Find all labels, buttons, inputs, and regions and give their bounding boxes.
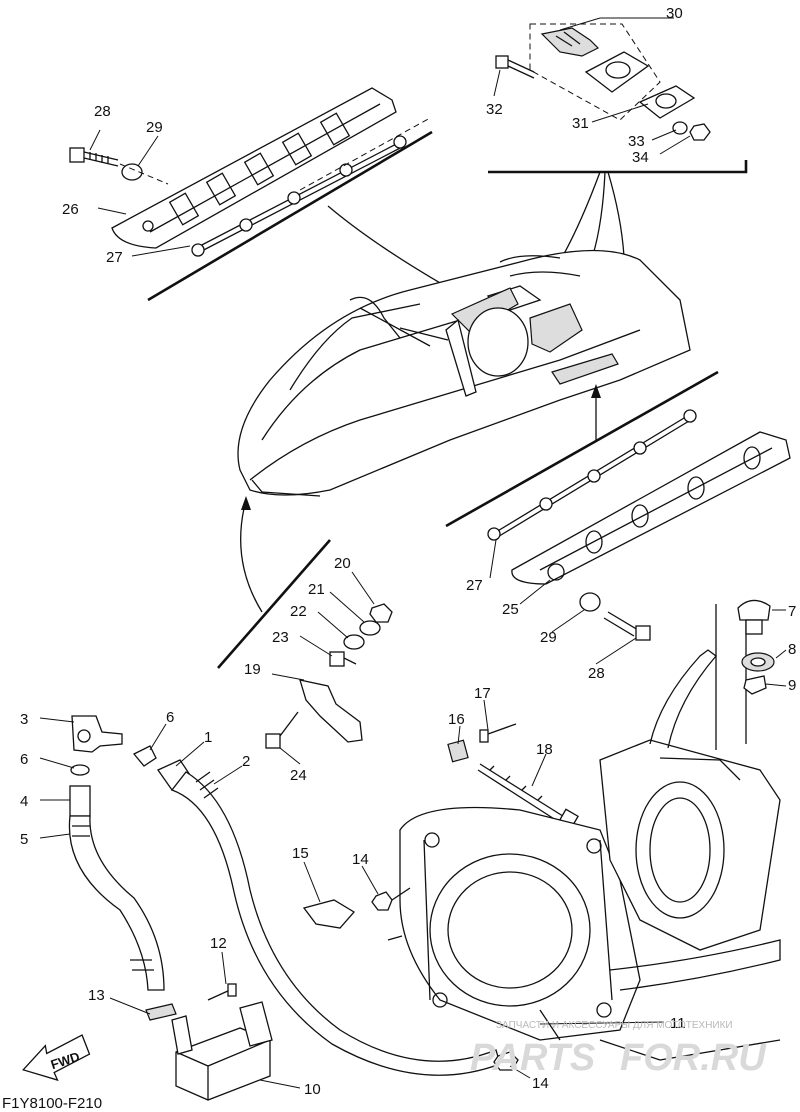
bracket-19[interactable] bbox=[299, 679, 363, 743]
clip-9[interactable] bbox=[743, 675, 767, 695]
nut-14-lower[interactable] bbox=[493, 1051, 519, 1071]
callout-24: 24 bbox=[290, 767, 307, 784]
washer-33[interactable] bbox=[672, 121, 688, 135]
fitting-3[interactable] bbox=[71, 715, 123, 753]
callout-28-right: 28 bbox=[588, 665, 605, 682]
callout-10: 10 bbox=[304, 1081, 321, 1098]
side-rail-26[interactable] bbox=[111, 87, 397, 249]
hose-assembly bbox=[68, 715, 501, 1101]
diagram-code: F1Y8100-F210 bbox=[2, 1095, 102, 1112]
clip-15[interactable] bbox=[302, 899, 356, 929]
washer-22[interactable] bbox=[343, 634, 365, 650]
callout-13: 13 bbox=[88, 987, 105, 1004]
cap-7[interactable] bbox=[737, 599, 771, 635]
cable-tie-18[interactable] bbox=[477, 763, 579, 828]
hose-4[interactable] bbox=[69, 785, 91, 817]
watermark-brand-right: FOR.RU bbox=[620, 1037, 767, 1079]
callout-29-top: 29 bbox=[146, 119, 163, 136]
callout-27-right: 27 bbox=[466, 577, 483, 594]
watermark-brand-left: PARTS bbox=[470, 1037, 595, 1079]
callout-14-lower: 14 bbox=[532, 1075, 549, 1092]
bolt-12[interactable] bbox=[207, 983, 237, 1001]
callout-11: 11 bbox=[670, 1015, 686, 1032]
callout-22: 22 bbox=[290, 603, 307, 620]
fwd-arrow: FWD bbox=[22, 1034, 91, 1082]
watercraft-hull bbox=[237, 249, 691, 497]
callout-numbers: 28 29 26 27 30 32 31 33 34 27 25 29 28 7… bbox=[20, 5, 796, 1098]
flange-31[interactable] bbox=[584, 51, 650, 93]
clamp-6-left[interactable] bbox=[70, 764, 90, 776]
bolt-24[interactable] bbox=[265, 711, 299, 749]
hose-5[interactable] bbox=[68, 815, 165, 991]
panel-right-rail bbox=[445, 370, 791, 641]
callout-15: 15 bbox=[292, 845, 309, 862]
washer-21[interactable] bbox=[359, 620, 381, 636]
callout-32: 32 bbox=[486, 101, 503, 118]
callout-20: 20 bbox=[334, 555, 351, 572]
drain-plug-parts bbox=[737, 599, 775, 695]
callout-27-top: 27 bbox=[106, 249, 123, 266]
control-box-10[interactable] bbox=[171, 1001, 273, 1101]
callout-30: 30 bbox=[666, 5, 683, 22]
bolt-28-top[interactable] bbox=[69, 147, 119, 167]
panel-bracket bbox=[488, 160, 748, 174]
watermark-line: ЗАПЧАСТИ И АКСЕССУАРЫ ДЛЯ МОТОТЕХНИКИ bbox=[496, 1020, 733, 1031]
rivet-17[interactable] bbox=[479, 723, 517, 743]
callout-6-right: 6 bbox=[166, 709, 174, 726]
callout-16: 16 bbox=[448, 711, 465, 728]
callout-14-upper: 14 bbox=[352, 851, 369, 868]
bolt-28-right[interactable] bbox=[603, 611, 651, 641]
arrow-hull-lower bbox=[240, 499, 263, 613]
callout-18: 18 bbox=[536, 741, 553, 758]
callout-25: 25 bbox=[502, 601, 519, 618]
callout-29-right: 29 bbox=[540, 629, 557, 646]
bolt-23[interactable] bbox=[329, 651, 357, 667]
seal-8[interactable] bbox=[741, 652, 775, 672]
engine-housing bbox=[371, 604, 781, 1071]
callout-33: 33 bbox=[628, 133, 645, 150]
callout-5: 5 bbox=[20, 831, 28, 848]
callout-21: 21 bbox=[308, 581, 325, 598]
callout-17: 17 bbox=[474, 685, 491, 702]
electrical-parts bbox=[302, 723, 579, 929]
callout-6-left: 6 bbox=[20, 751, 28, 768]
callout-2: 2 bbox=[242, 753, 250, 770]
callout-28-top: 28 bbox=[94, 103, 111, 120]
callout-34: 34 bbox=[632, 149, 649, 166]
collar-29-top[interactable] bbox=[121, 163, 143, 181]
callout-1: 1 bbox=[204, 729, 212, 746]
callout-7: 7 bbox=[788, 603, 796, 620]
callout-23: 23 bbox=[272, 629, 289, 646]
panel-top-left bbox=[69, 87, 433, 302]
callout-19: 19 bbox=[244, 661, 261, 678]
coupler-16[interactable] bbox=[447, 739, 469, 763]
clamp-6-right[interactable] bbox=[132, 745, 157, 767]
collar-29-right[interactable] bbox=[579, 592, 601, 612]
watermark: ЗАПЧАСТИ И АКСЕССУАРЫ ДЛЯ МОТОТЕХНИКИ PA… bbox=[470, 1020, 767, 1079]
callout-12: 12 bbox=[210, 935, 227, 952]
panel-mid-left bbox=[217, 539, 393, 749]
callout-8: 8 bbox=[788, 641, 796, 658]
callout-4: 4 bbox=[20, 793, 28, 810]
cover-30[interactable] bbox=[540, 27, 600, 57]
side-rail-25[interactable] bbox=[511, 431, 791, 585]
nut-14-upper[interactable] bbox=[371, 891, 393, 911]
callout-26: 26 bbox=[62, 201, 79, 218]
callout-9: 9 bbox=[788, 677, 796, 694]
bolt-32[interactable] bbox=[495, 55, 535, 79]
strip-27-top[interactable] bbox=[195, 139, 405, 249]
callout-31: 31 bbox=[572, 115, 589, 132]
nut-20[interactable] bbox=[369, 603, 393, 623]
callout-3: 3 bbox=[20, 711, 28, 728]
nut-34[interactable] bbox=[689, 123, 711, 141]
panel-divider-line bbox=[147, 130, 433, 302]
clip-13[interactable] bbox=[145, 1003, 177, 1021]
gasket-31[interactable] bbox=[638, 85, 696, 119]
leader-lines bbox=[39, 17, 787, 1089]
panel-top-right bbox=[327, 23, 748, 351]
